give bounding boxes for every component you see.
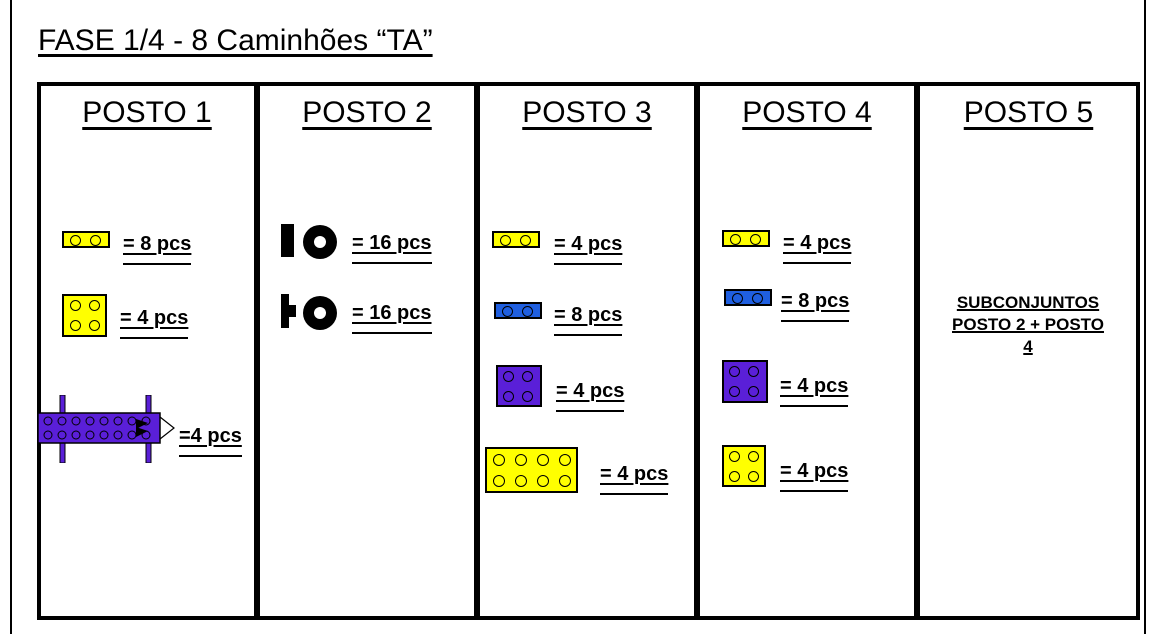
posto-2-qty-1: = 16 pcs: [352, 232, 432, 264]
posto-4-qty-4: = 4 pcs: [780, 460, 849, 492]
posto-1-qty-3: =4 pcs: [179, 425, 242, 457]
posto-5-line-3: 4: [1023, 337, 1033, 356]
posto-3-qty-1: = 4 pcs: [554, 233, 623, 265]
blue-brick-2x1-icon: [724, 289, 772, 306]
posto-5-subassembly-label: SUBCONJUNTOS POSTO 2 + POSTO 4: [928, 292, 1128, 358]
posto-5-column: [917, 82, 1140, 620]
posto-2-column: [257, 82, 477, 620]
posto-3-qty-2: = 8 pcs: [554, 304, 623, 336]
posto-4-qty-3: = 4 pcs: [780, 375, 849, 407]
posto-2-qty-2: = 16 pcs: [352, 302, 432, 334]
purple-brick-2x2-icon: [496, 365, 542, 407]
posto-4-title: POSTO 4: [742, 96, 872, 129]
posto-2-title: POSTO 2: [302, 96, 432, 129]
posto-1-column: [37, 82, 257, 620]
posto-1-qty-2: = 4 pcs: [120, 307, 189, 339]
page-frame: [10, 0, 1146, 634]
yellow-brick-2x1-icon: [722, 230, 770, 247]
black-wheel-icon: [303, 296, 337, 330]
black-axle-peg-icon: [281, 294, 296, 328]
posto-5-line-2: POSTO 2 + POSTO: [952, 315, 1104, 334]
purple-brick-2x2-icon: [722, 360, 768, 403]
posto-3-title: POSTO 3: [522, 96, 652, 129]
purple-truck-chassis-icon: [38, 395, 175, 463]
posto-3-qty-4: = 4 pcs: [600, 463, 669, 495]
posto-1-qty-1: = 8 pcs: [123, 233, 192, 265]
posto-1-title: POSTO 1: [82, 96, 212, 129]
posto-4-qty-1: = 4 pcs: [783, 232, 852, 264]
yellow-brick-2x1-icon: [492, 231, 540, 248]
posto-5-line-1: SUBCONJUNTOS: [956, 293, 1100, 312]
black-wheel-icon: [303, 225, 337, 259]
posto-3-qty-3: = 4 pcs: [556, 380, 625, 412]
yellow-brick-4x2-icon: [485, 447, 578, 493]
black-axle-icon: [281, 224, 294, 257]
page-title: FASE 1/4 - 8 Caminhões “TA”: [38, 24, 433, 57]
posto-3-column: [477, 82, 697, 620]
blue-brick-2x1-icon: [494, 302, 542, 319]
yellow-brick-2x1-icon: [62, 231, 110, 248]
posto-4-qty-2: = 8 pcs: [781, 290, 850, 322]
yellow-brick-2x2-icon: [722, 445, 766, 487]
yellow-brick-2x2-icon: [62, 294, 107, 337]
posto-4-column: [697, 82, 917, 620]
posto-5-title: POSTO 5: [963, 96, 1094, 129]
